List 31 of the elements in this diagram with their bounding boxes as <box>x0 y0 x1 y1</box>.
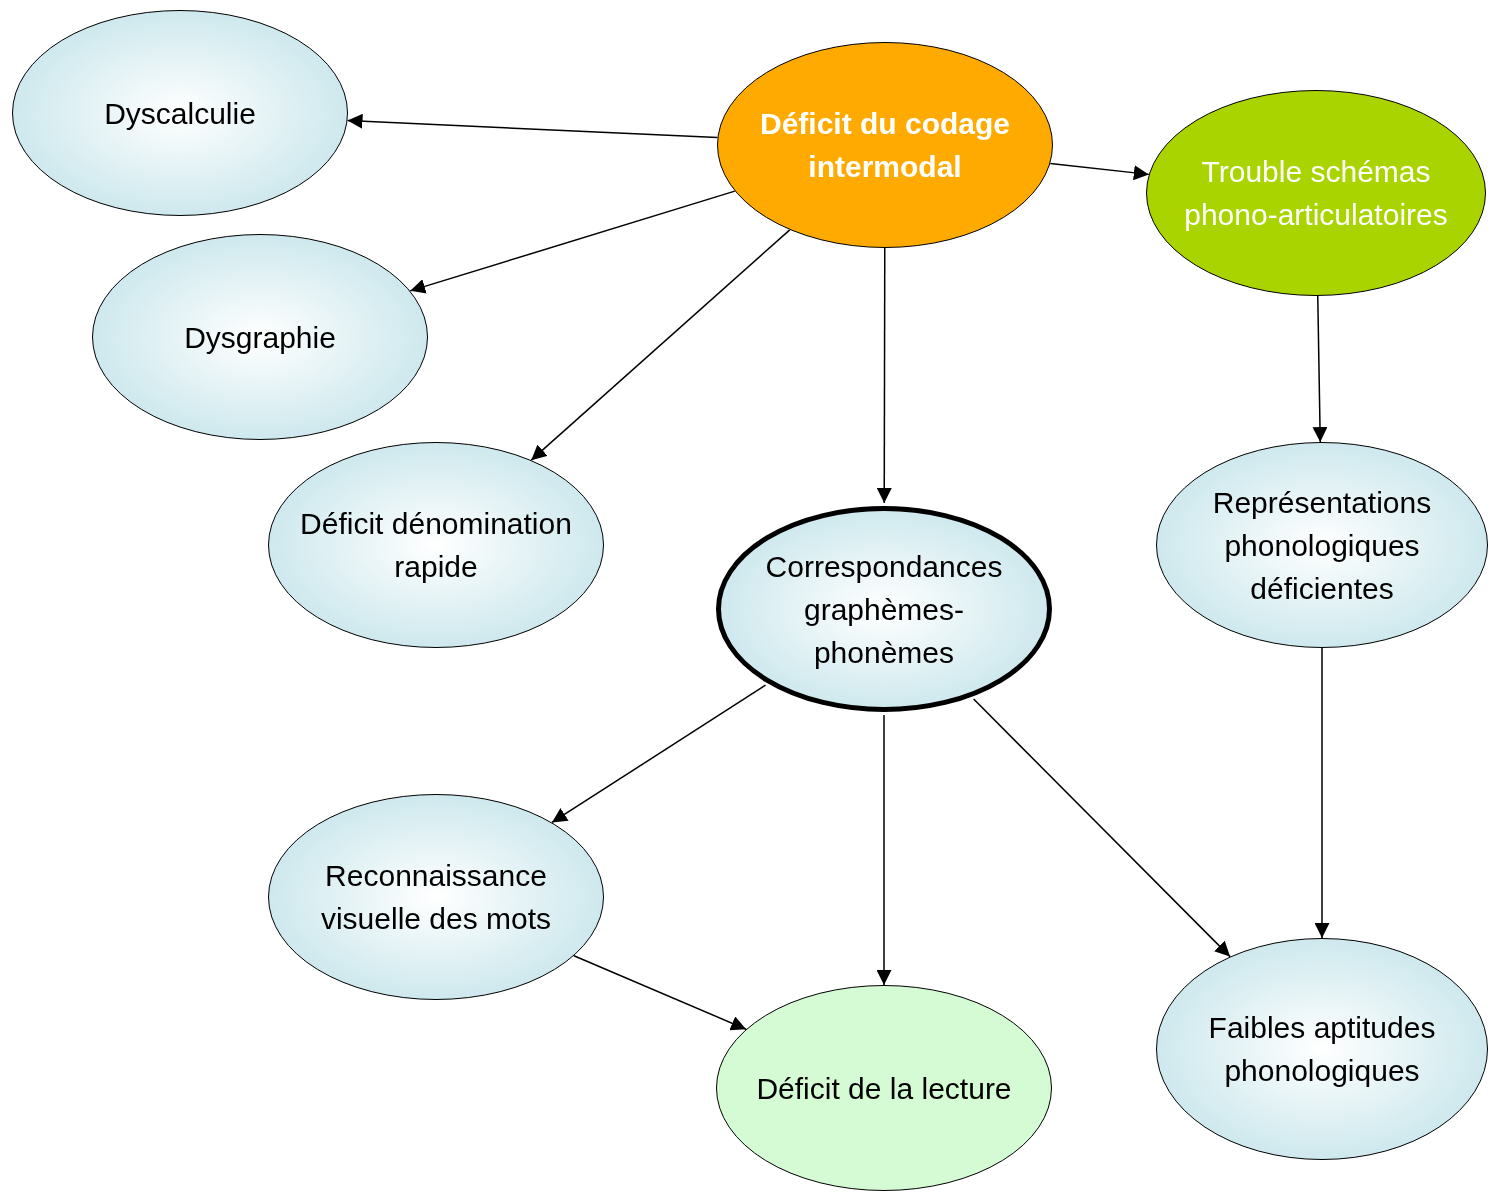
node-label: Représentations phonologiques déficientes <box>1211 484 1433 607</box>
arrow <box>409 190 736 294</box>
ellipse-node <box>1156 442 1488 648</box>
node-label: Déficit du codage intermodal <box>758 106 1011 185</box>
arrow <box>1314 647 1330 939</box>
ellipse-node <box>1156 938 1488 1160</box>
node-label: Faibles aptitudes phonologiques <box>1207 1010 1437 1089</box>
arrow <box>876 714 892 986</box>
ellipse-node <box>1146 90 1486 296</box>
ellipse-node <box>716 506 1052 712</box>
node-label: Dysgraphie <box>183 319 337 356</box>
arrow <box>876 247 892 504</box>
node-label: Reconnaissance visuelle des mots <box>319 858 553 937</box>
node-label: Trouble schémas phono-articulatoires <box>1183 154 1449 233</box>
arrow <box>1312 295 1328 443</box>
node-label: Correspondances graphèmes-phonèmes <box>764 548 1004 671</box>
ellipse-node <box>12 10 348 216</box>
arrow <box>972 698 1231 958</box>
arrow <box>346 113 719 139</box>
ellipse-node <box>92 234 428 440</box>
node-label: Déficit dénomination rapide <box>299 506 573 585</box>
node-label: Dyscalculie <box>103 95 257 132</box>
arrow <box>551 684 767 824</box>
node-label: Déficit de la lecture <box>755 1070 1013 1107</box>
ellipse-node <box>268 442 604 648</box>
arrow <box>573 955 747 1031</box>
ellipse-node <box>717 42 1053 248</box>
arrow <box>1049 162 1150 181</box>
ellipse-node <box>716 985 1052 1191</box>
arrow <box>530 229 791 461</box>
ellipse-node <box>268 794 604 1000</box>
